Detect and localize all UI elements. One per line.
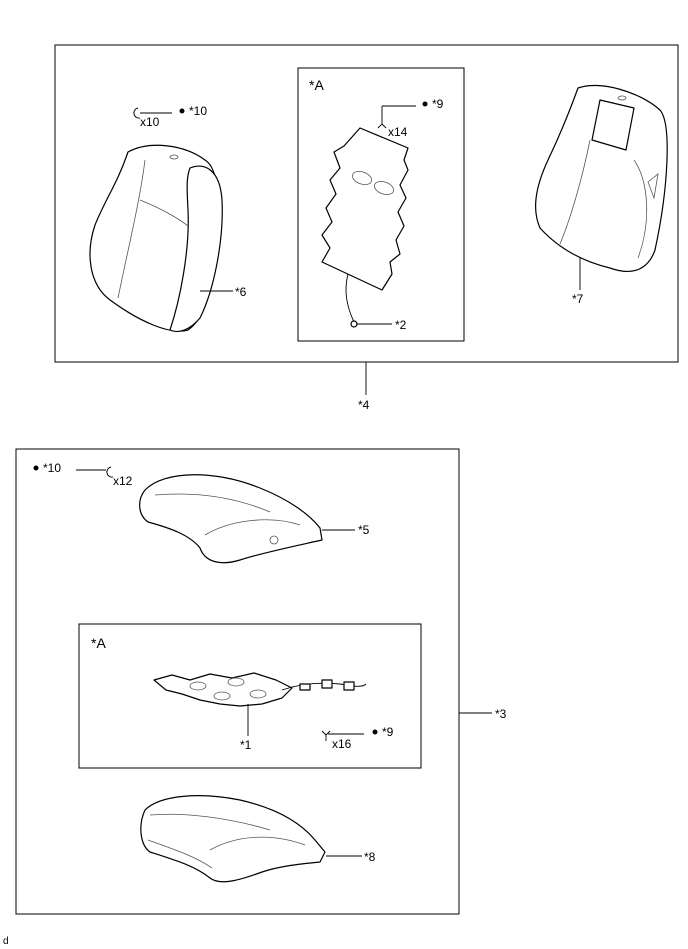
hog-ring-upper: x10 bbox=[133, 107, 172, 129]
seat-cushion-cover bbox=[139, 474, 323, 564]
label-part-10-upper: *10 bbox=[189, 104, 207, 118]
qty-clip-lower: x16 bbox=[332, 737, 352, 751]
label-part-9-upper: *9 bbox=[432, 97, 444, 111]
label-part-4: *4 bbox=[358, 398, 370, 412]
label-part-10-lower: *10 bbox=[43, 461, 61, 475]
group-a-label-upper: *A bbox=[309, 77, 324, 93]
clip-upper: x14 bbox=[377, 105, 416, 139]
figure-code: d bbox=[3, 936, 9, 947]
seatback-pad bbox=[535, 84, 668, 272]
seat-cushion-assembly-frame bbox=[15, 448, 460, 915]
qty-hog-ring-upper: x10 bbox=[140, 115, 160, 129]
seat-cushion-pad bbox=[140, 795, 326, 883]
label-part-9-lower: *9 bbox=[382, 725, 394, 739]
bullet-dot bbox=[179, 108, 185, 114]
heater-group-a-lower bbox=[78, 623, 422, 769]
hog-ring-lower: x12 bbox=[76, 466, 133, 488]
qty-clip-upper: x14 bbox=[388, 125, 408, 139]
seatback-heater-element bbox=[321, 127, 409, 328]
label-part-6: *6 bbox=[235, 285, 247, 299]
seat-cushion-heater-element bbox=[153, 672, 367, 707]
bullet-dot bbox=[372, 729, 378, 735]
label-part-3: *3 bbox=[495, 707, 507, 721]
bullet-dot bbox=[33, 465, 39, 471]
clip-lower: x16 bbox=[321, 730, 364, 751]
group-a-label-lower: *A bbox=[91, 635, 106, 651]
label-part-1: *1 bbox=[240, 738, 252, 752]
label-part-5: *5 bbox=[358, 523, 370, 537]
label-part-7: *7 bbox=[572, 292, 584, 306]
label-part-8: *8 bbox=[364, 850, 376, 864]
seatback-assembly-frame bbox=[54, 44, 679, 363]
label-part-2: *2 bbox=[395, 318, 407, 332]
qty-hog-ring-lower: x12 bbox=[113, 474, 133, 488]
bullet-dot bbox=[422, 101, 428, 107]
heater-group-a-upper bbox=[297, 67, 465, 342]
seatback-cover bbox=[89, 144, 223, 333]
